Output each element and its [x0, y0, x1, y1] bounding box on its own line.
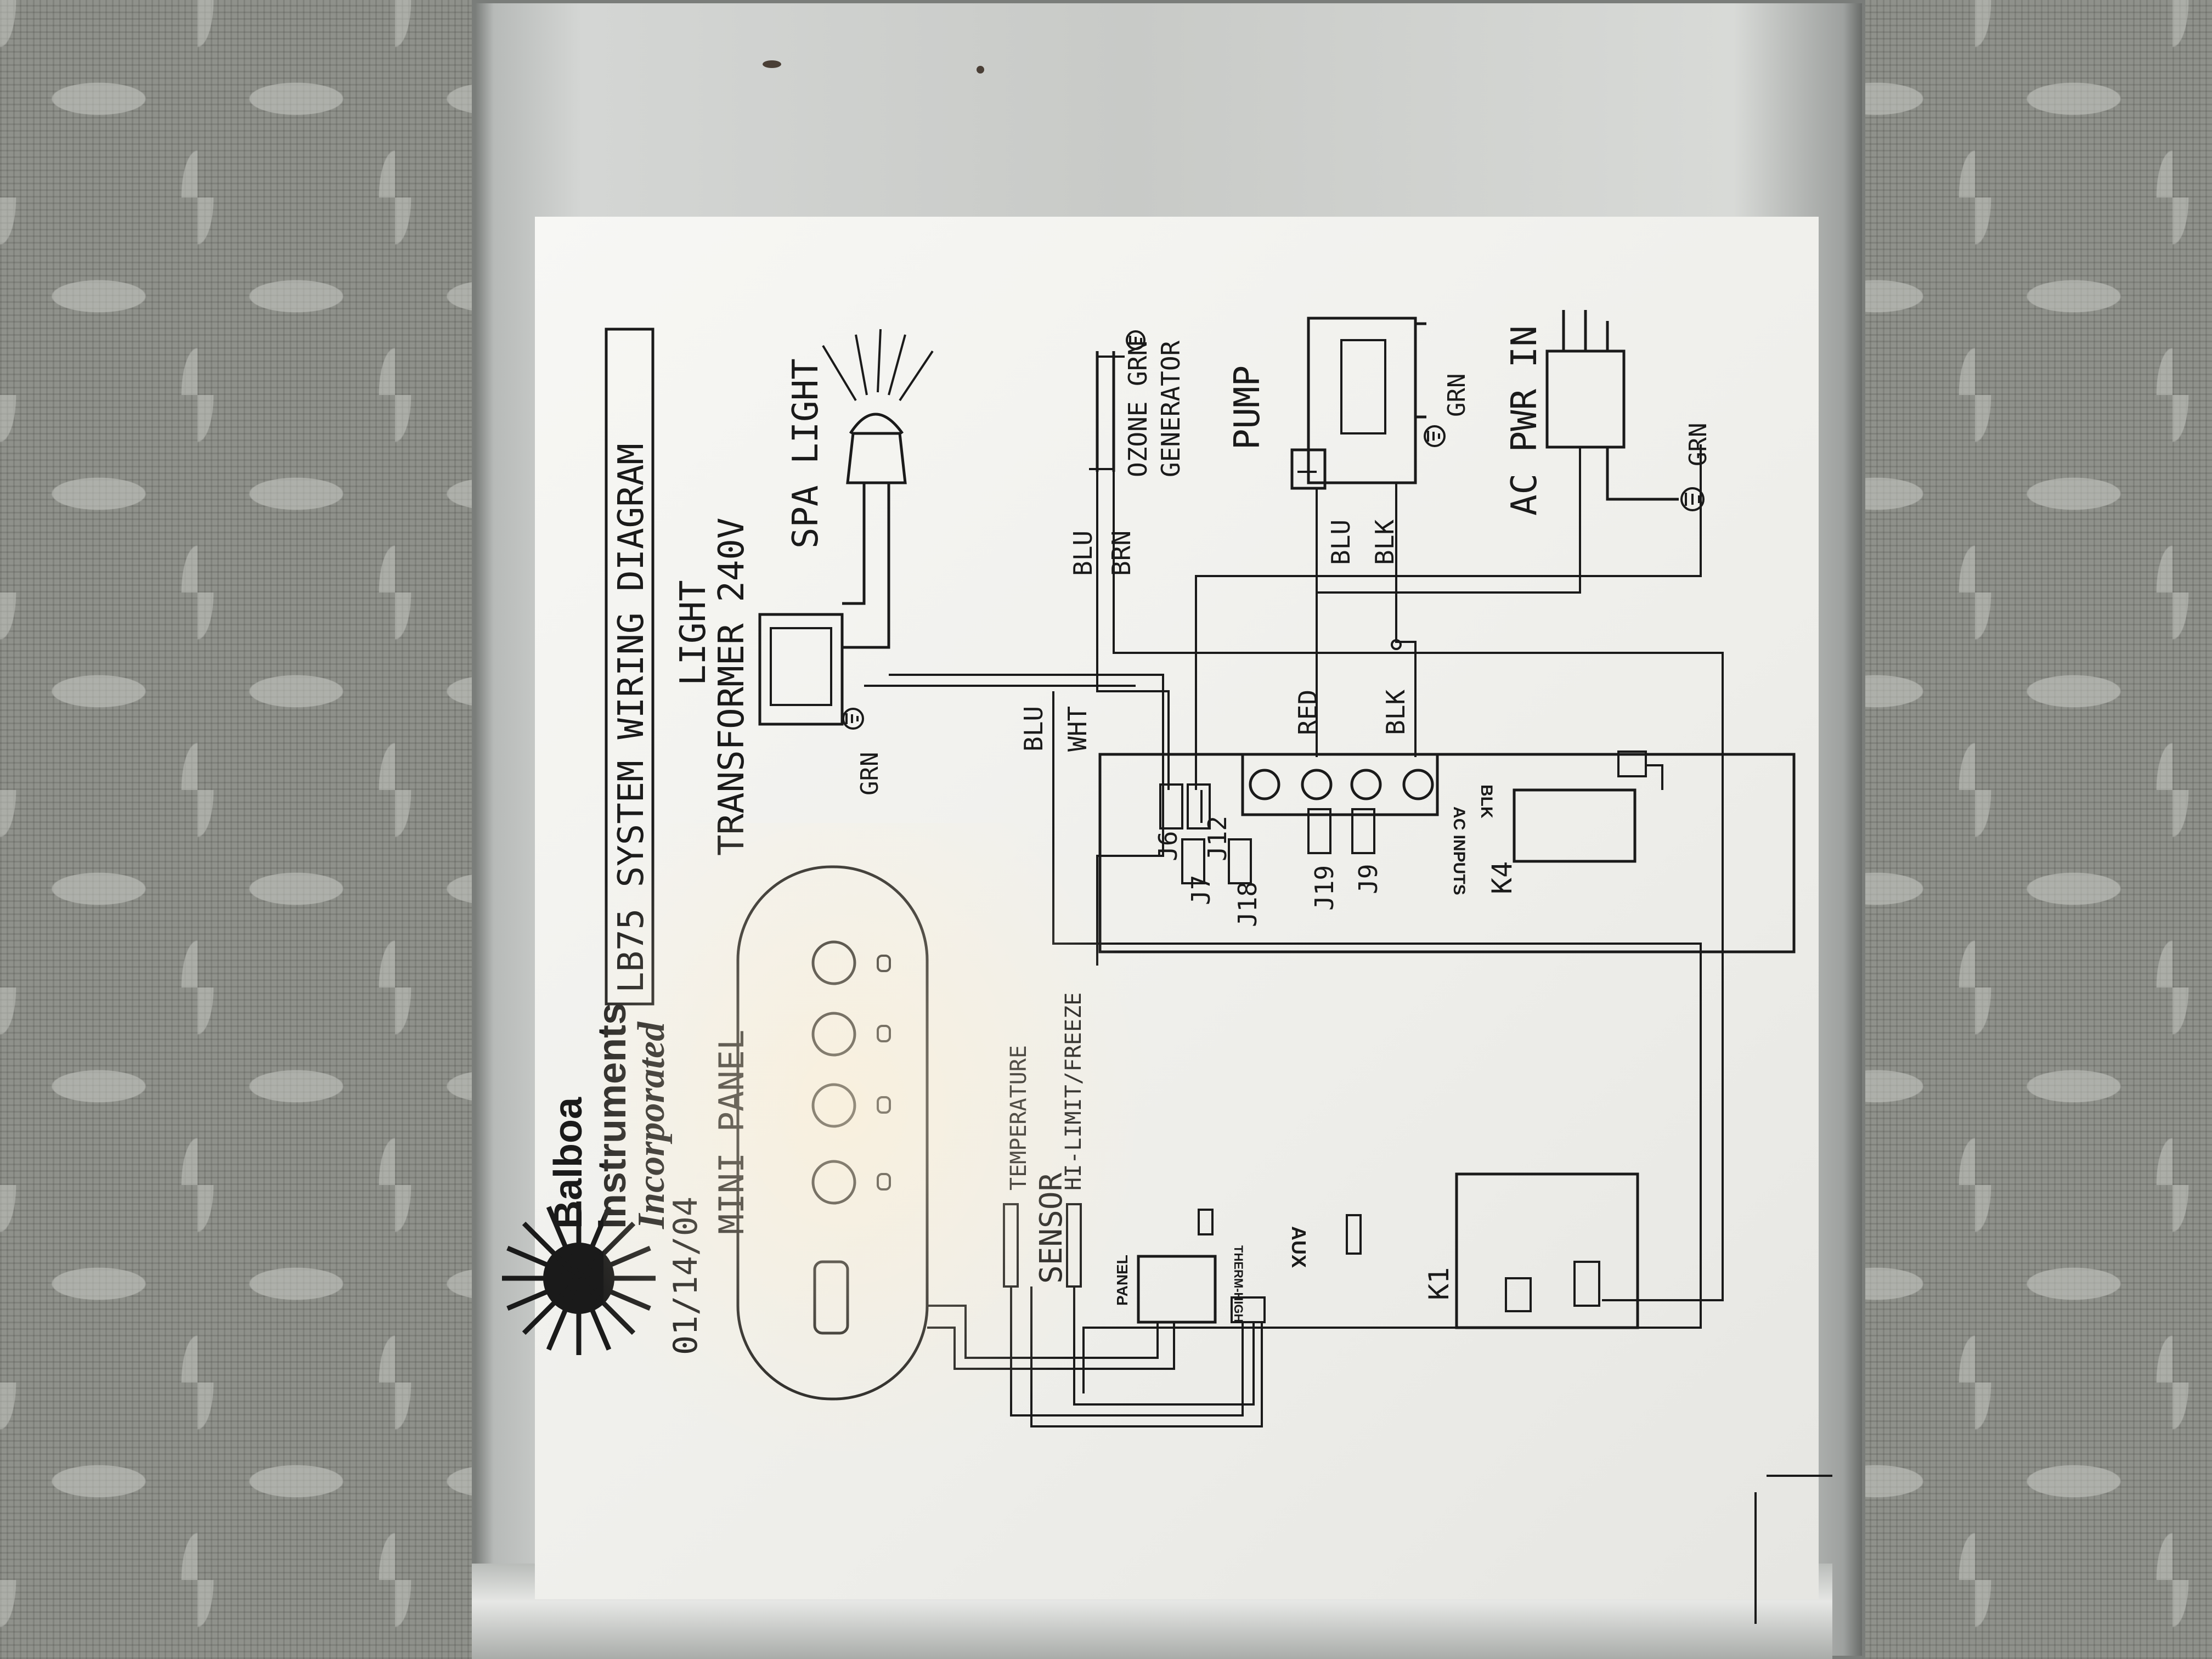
sensor-label: SENSOR	[1034, 1172, 1069, 1284]
connector-j6: J6	[1153, 831, 1183, 861]
mini-panel	[736, 865, 929, 1401]
panel-connector	[1137, 1255, 1217, 1324]
connector-j7: J7	[1186, 875, 1216, 905]
ac-terminal-block	[1241, 753, 1439, 816]
hi-limit-label: HI-LIMIT/FREEZE	[1061, 992, 1086, 1190]
wire-red: RED	[1293, 690, 1323, 735]
terminal	[1301, 769, 1333, 800]
aux-label: AUX	[1288, 1226, 1310, 1268]
wire-grn-ac: GRN	[1684, 423, 1712, 466]
ac-ground-wire	[1606, 447, 1679, 501]
transformer-core	[770, 627, 832, 706]
splice-dot	[1391, 639, 1402, 650]
wire-grn-pump: GRN	[1443, 374, 1471, 417]
wire-blk-1: BLK	[1370, 520, 1400, 565]
connector-k1: K1	[1423, 1267, 1455, 1300]
connector-j9: J9	[1353, 864, 1383, 894]
light-label-2: TRANSFORMER 240V	[712, 518, 752, 856]
connector-j12: J12	[1203, 816, 1232, 861]
power-plug-icon	[1545, 310, 1626, 449]
dirt-spot	[763, 60, 781, 68]
panel-label: PANEL	[1114, 1255, 1131, 1306]
ozone-label-1: OZONE GRN	[1123, 341, 1153, 477]
wire-grn-transformer: GRN	[856, 752, 884, 795]
spa-light-icon	[822, 329, 934, 484]
temperature-label: TEMPERATURE	[1006, 1045, 1031, 1190]
spa-light-cable	[842, 483, 890, 649]
mini-panel-label: MINI PANEL	[712, 1030, 752, 1234]
ozone-generator	[1089, 351, 1125, 472]
sensor-cables	[927, 1286, 1263, 1427]
wire-blu-2: BLU	[1326, 520, 1356, 565]
spa-light-label: SPA LIGHT	[786, 358, 826, 549]
k1-terminal	[1505, 1277, 1532, 1312]
wire-blk-2: BLK	[1381, 690, 1410, 735]
pump-icon	[1290, 317, 1426, 490]
light-transformer	[758, 613, 844, 726]
wire-brn: BRN	[1107, 531, 1136, 576]
dirt-spot	[977, 66, 984, 74]
wire-blu-3: BLU	[1019, 706, 1048, 752]
therm-connector	[1231, 1296, 1266, 1323]
pump-label: PUMP	[1227, 365, 1268, 450]
aux-connector	[1346, 1214, 1362, 1255]
ac-pwr-in-label: AC PWR IN	[1504, 325, 1545, 516]
board-fuse	[1617, 751, 1647, 777]
ground-icon	[1126, 330, 1146, 350]
spa-light-cable	[842, 483, 866, 605]
light-label-1: LIGHT	[673, 580, 714, 686]
connector-k4: K4	[1486, 861, 1518, 894]
brand-line-2: Instruments	[590, 1003, 634, 1229]
terminal	[1249, 769, 1280, 800]
connector-j19: J19	[1310, 865, 1339, 911]
ac-inputs-label: AC INPUTS	[1450, 806, 1468, 895]
temperature-sensor	[1003, 1203, 1019, 1288]
diagram-date: 01/14/04	[667, 1197, 705, 1355]
terminal	[1350, 769, 1382, 800]
relay-k4	[1513, 788, 1637, 863]
ground-icon	[1424, 425, 1446, 447]
terminal	[1402, 769, 1434, 800]
k1-terminal	[1573, 1261, 1600, 1307]
wire-blu-1: BLU	[1068, 531, 1098, 576]
therm-high-label: THERM-HIGH	[1232, 1245, 1245, 1323]
diagram-title: LB75 SYSTEM WIRING DIAGRAM	[611, 443, 652, 993]
connector-j18: J18	[1233, 882, 1262, 927]
ground-icon	[1680, 487, 1705, 511]
panel-jumper	[1198, 1209, 1214, 1235]
ozone-label-2: GENERATOR	[1156, 340, 1186, 477]
ground-icon	[842, 708, 864, 730]
wire-wht: WHT	[1063, 706, 1092, 752]
board-trace	[1646, 764, 1663, 790]
blk-board-label: BLK	[1477, 785, 1496, 819]
relay-k1	[1455, 1172, 1639, 1329]
brand-line-1: Balboa	[546, 1097, 590, 1229]
